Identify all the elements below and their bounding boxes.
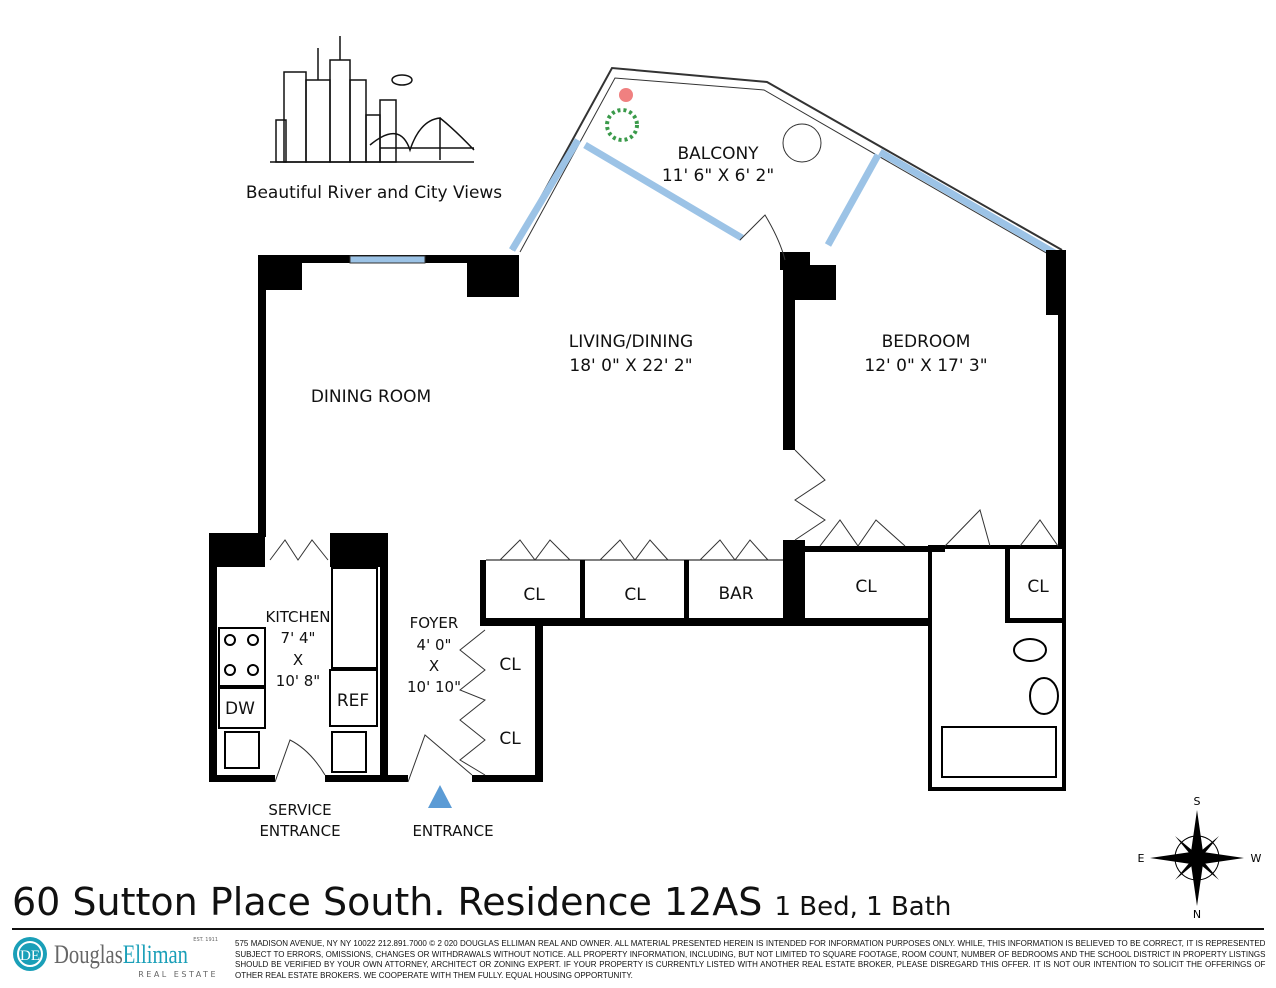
compass-icon bbox=[1150, 810, 1244, 906]
kitchen-fixtures bbox=[218, 567, 378, 773]
bathroom bbox=[928, 545, 1066, 791]
walls bbox=[209, 250, 1066, 782]
window bbox=[824, 153, 882, 247]
foyer-label: FOYER bbox=[410, 614, 459, 632]
svg-text:REAL ESTATE: REAL ESTATE bbox=[138, 970, 218, 979]
dining-room-label: DINING ROOM bbox=[311, 387, 431, 407]
kitchen-dim1: 7' 4" bbox=[281, 629, 316, 647]
entrance-label: ENTRANCE bbox=[412, 822, 493, 840]
balcony-label: BALCONY bbox=[677, 144, 759, 164]
sink bbox=[1029, 677, 1059, 715]
kitchen-x: X bbox=[293, 651, 303, 669]
closet-label: CL bbox=[499, 655, 521, 675]
foyer-dim2: 10' 10" bbox=[407, 678, 461, 696]
compass-n: N bbox=[1193, 908, 1201, 921]
entrance-arrow-icon bbox=[428, 785, 452, 808]
foyer-x: X bbox=[429, 657, 439, 675]
service-entrance-label: SERVICE bbox=[268, 801, 331, 819]
balcony bbox=[508, 66, 1063, 270]
compass-s: S bbox=[1194, 795, 1201, 808]
kitchen-dim2: 10' 8" bbox=[276, 672, 320, 690]
bathtub bbox=[941, 726, 1057, 778]
douglas-elliman-logo: DE DouglasElliman EST. 1911 REAL ESTATE bbox=[13, 937, 218, 979]
closet-label: CL bbox=[499, 729, 521, 749]
svg-text:DE: DE bbox=[20, 948, 40, 964]
closet-label: CL bbox=[523, 585, 545, 605]
compass-w: W bbox=[1251, 852, 1262, 865]
balcony-dims: 11' 6" X 6' 2" bbox=[662, 166, 774, 186]
bed-bath: 1 Bed, 1 Bath bbox=[774, 892, 952, 922]
dw-label: DW bbox=[225, 699, 255, 719]
window bbox=[508, 138, 582, 252]
closet-label: CL bbox=[855, 577, 877, 597]
toilet bbox=[1013, 638, 1047, 662]
ref-label: REF bbox=[337, 691, 369, 711]
service-entrance-label: ENTRANCE bbox=[259, 822, 340, 840]
kitchen-label: KITCHEN bbox=[266, 608, 331, 626]
listing-title: 60 Sutton Place South. Residence 12AS 1 … bbox=[12, 880, 951, 929]
doors bbox=[269, 214, 1059, 783]
skyline-illustration bbox=[270, 36, 475, 163]
views-caption: Beautiful River and City Views bbox=[246, 183, 502, 203]
bedroom-label: BEDROOM bbox=[882, 332, 971, 352]
bar-label: BAR bbox=[718, 584, 753, 604]
window bbox=[878, 148, 1060, 259]
closet-label: CL bbox=[624, 585, 646, 605]
window bbox=[349, 255, 426, 264]
bedroom-dims: 12' 0" X 17' 3" bbox=[864, 356, 987, 376]
svg-text:EST. 1911: EST. 1911 bbox=[193, 937, 218, 943]
closet-label: CL bbox=[1027, 577, 1049, 597]
compass-e: E bbox=[1138, 852, 1145, 865]
divider bbox=[12, 928, 1264, 930]
living-dining-dims: 18' 0" X 22' 2" bbox=[569, 356, 692, 376]
residence-name: 60 Sutton Place South. Residence 12AS bbox=[12, 880, 763, 924]
foyer-dim1: 4' 0" bbox=[417, 636, 452, 654]
window bbox=[583, 141, 744, 242]
legal-disclaimer: 575 MADISON AVENUE, NY NY 10022 212.891.… bbox=[235, 938, 1266, 980]
living-dining-label: LIVING/DINING bbox=[569, 332, 693, 352]
svg-text:DouglasElliman: DouglasElliman bbox=[54, 940, 188, 969]
